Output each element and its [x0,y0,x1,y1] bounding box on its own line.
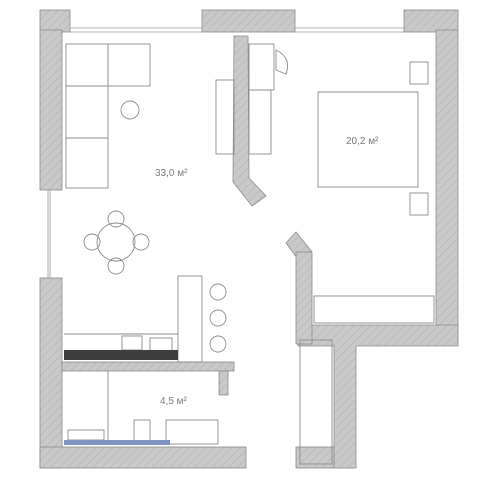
kitchen-island [177,275,227,363]
wall-bathroom-top [61,361,235,372]
wall-left-lower [39,277,63,469]
wall-top-left [39,9,71,33]
side-table [120,100,140,120]
balcony-storage [299,339,333,465]
sofa [65,43,151,189]
wall-balcony-corner [297,324,459,469]
wall-top-right [403,9,459,33]
wall-interior-upper [232,35,267,207]
kitchen-counter [64,350,178,360]
wall-left-upper [39,29,63,191]
bedroom-rug [313,295,435,324]
walls [39,9,459,469]
wall-top-middle [201,9,296,33]
area-label-bedroom: 20,2 м² [346,136,379,147]
wall-bottom-left [39,446,247,469]
bathroom-fixtures [67,371,219,445]
bathtub-edge [64,440,170,445]
wall-right-upper [435,29,459,342]
windows [47,27,404,278]
dining-set [83,210,150,275]
kitchen-appliances [64,333,178,353]
wall-bathroom-right [218,370,229,396]
bed [317,61,429,216]
wall-interior-lower [295,251,313,345]
area-label-living: 33,0 м² [155,168,188,179]
area-label-bathroom: 4,5 м² [160,396,188,407]
desk [215,43,289,155]
